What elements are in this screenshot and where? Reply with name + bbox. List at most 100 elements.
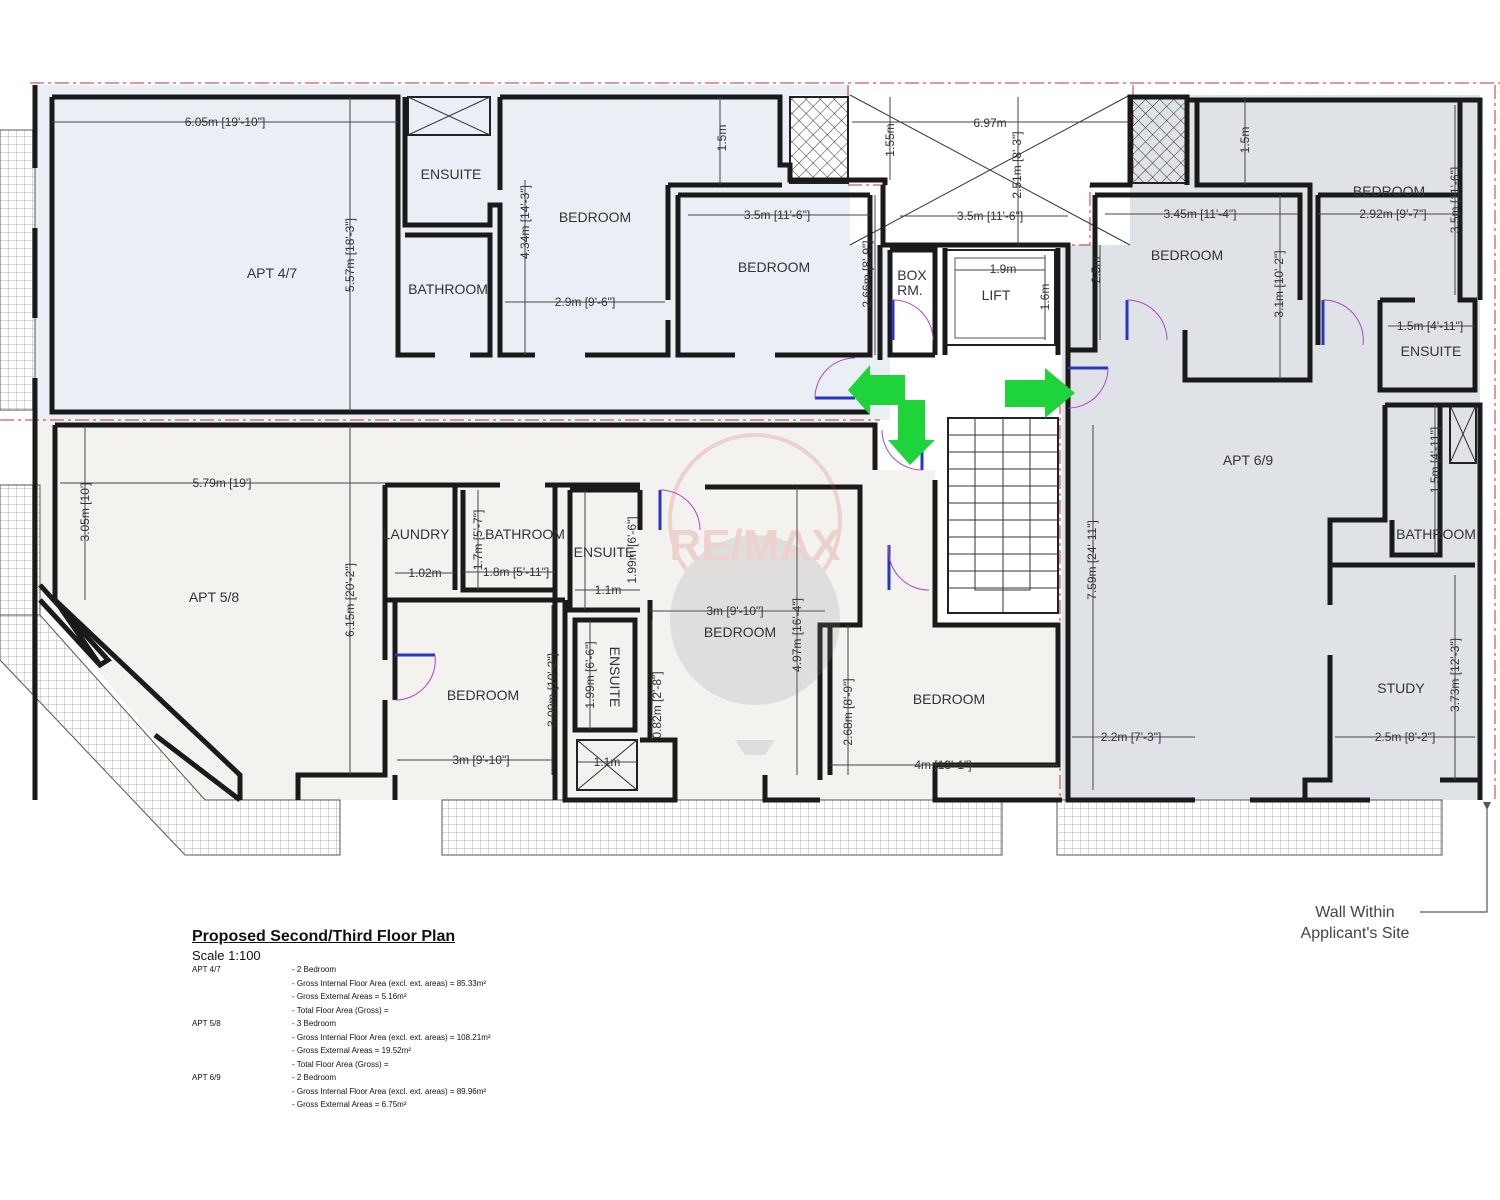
room-ensuite-a: ENSUITE (421, 166, 482, 182)
room-bedroom-b1: BEDROOM (704, 624, 776, 640)
site-wall-note-line1: Wall Within (1315, 904, 1395, 921)
room-ensuite-c: ENSUITE (1401, 343, 1462, 359)
dim-label: 7.59m [24'-11"] (1085, 520, 1099, 600)
legend-row-apartment (192, 977, 292, 991)
room-bedroom-a1: BEDROOM (559, 209, 631, 225)
balcony-left (0, 129, 36, 411)
dim-label: 1.5m [4'-11"] (1397, 319, 1463, 333)
dim-label: 3.1m [10'-2"] (1272, 250, 1286, 317)
dim-label: 2.66m [8'-9"] (860, 240, 874, 307)
room-ensuite-b2: ENSUITE (607, 647, 623, 708)
legend-row: - Gross Internal Floor Area (excl. ext. … (192, 1031, 491, 1045)
arrow-down (888, 400, 935, 465)
legend-row-detail: - 3 Bedroom (292, 1019, 337, 1028)
legend-row: - Gross External Areas = 19.52m² (192, 1044, 491, 1058)
room-study: STUDY (1377, 680, 1425, 696)
dim-label: 3.05m [10'] (78, 483, 92, 542)
legend-row-apartment (192, 1085, 292, 1099)
legend-row: - Total Floor Area (Gross) = (192, 1004, 491, 1018)
site-wall-note-line2: Applicant's Site (1300, 925, 1410, 942)
room-bedroom-a2: BEDROOM (738, 259, 810, 275)
room-bedroom-b2: BEDROOM (447, 687, 519, 703)
plan-scale: Scale 1:100 (192, 948, 261, 963)
site-wall-leader (1420, 802, 1491, 913)
dim-label: 3.5m [11'-6"] (744, 208, 810, 222)
balcony-middle (441, 799, 1003, 856)
dim-label: 1.1m (594, 755, 621, 769)
legend-row-apartment: APT 4/7 (192, 965, 221, 974)
circulation-arrows (848, 365, 1075, 465)
room-bathroom-a: BATHROOM (408, 281, 488, 297)
dim-label: 2.92m [9'-7"] (1359, 207, 1426, 221)
dim-label: 3.5m [11'-6"] (1448, 167, 1462, 233)
dim-label: 1.1m (595, 583, 622, 597)
legend-row: - Gross Internal Floor Area (excl. ext. … (192, 977, 491, 991)
dim-label: 3m [9'-10"] (452, 753, 509, 767)
dim-label: 1.99m [6'-6"] (625, 516, 639, 583)
room-box-label-2: RM. (897, 282, 923, 298)
room-bathroom-b: BATHROOM (485, 526, 565, 542)
legend-row-apartment (192, 990, 292, 1004)
room-laundry: LAUNDRY (383, 526, 450, 542)
room-ensuite-b1: ENSUITE (574, 544, 635, 560)
dim-label: 1.7m [5'-7"] (471, 510, 485, 571)
legend-row-apartment (192, 1044, 292, 1058)
dim-label: 4.97m [16'-4"] (790, 598, 804, 672)
dim-label: 0.82m [2'-8"] (650, 671, 664, 738)
plan-legend: Proposed Second/Third Floor Plan Scale 1… (192, 928, 491, 1112)
balcony-right (1056, 799, 1443, 856)
watermark-text: RE/MAX (669, 521, 840, 570)
room-box-label-1: BOX (897, 267, 927, 283)
balconies (0, 129, 1443, 856)
dim-label: 6.05m [19'-10"] (185, 115, 266, 129)
dim-label: 1.5m (715, 125, 729, 152)
legend-row: APT 4/7- 2 Bedroom (192, 963, 491, 977)
balcony-corner (0, 614, 341, 856)
legend-rows: APT 4/7- 2 Bedroom- Gross Internal Floor… (192, 963, 491, 1112)
arrow-right (1005, 368, 1075, 418)
apt-47-label: APT 4/7 (247, 265, 298, 281)
legend-row: - Total Floor Area (Gross) = (192, 1058, 491, 1072)
room-bedroom-b3: BEDROOM (913, 691, 985, 707)
dim-label: 3.5m [11'-6"] (957, 209, 1023, 223)
apt-58-label: APT 5/8 (189, 589, 240, 605)
legend-row-detail: - Gross External Areas = 19.52m² (292, 1046, 411, 1055)
legend-row: APT 5/8- 3 Bedroom (192, 1017, 491, 1031)
legend-row-detail: - Gross External Areas = 6.75m² (292, 1100, 407, 1109)
apt-58-fill (35, 420, 1062, 800)
room-bathroom-c: BATHROOM (1396, 526, 1476, 542)
dimension-labels: 6.05m [19'-10"] 5.57m [18'-3"] 4.34m [14… (78, 115, 1463, 772)
dim-label: 2.2m [7'-3"] (1101, 730, 1162, 744)
dim-label: 2.5m [8'-2"] (1375, 730, 1436, 744)
dim-label: 4m [13'-1"] (914, 758, 971, 772)
legend-row-detail: - Gross Internal Floor Area (excl. ext. … (292, 1032, 491, 1042)
dim-label: 1.9m (990, 262, 1017, 276)
dim-label: 1.6m (1038, 284, 1052, 311)
site-wall-note: Wall Within Applicant's Site (1280, 902, 1430, 944)
dim-label: 1.8m [5'-11"] (483, 565, 549, 579)
remax-watermark: RE/MAX (668, 433, 842, 755)
legend-row-detail: - Gross Internal Floor Area (excl. ext. … (292, 978, 487, 988)
legend-row-apartment (192, 1004, 292, 1018)
room-bedroom-c1: BEDROOM (1151, 247, 1223, 263)
dim-label: 6.97m (973, 116, 1006, 130)
legend-row: - Gross External Areas = 5.16m² (192, 990, 491, 1004)
dim-label: 3.09m [10'-2"] (545, 653, 559, 727)
legend-row-detail: - Total Floor Area (Gross) = (292, 1059, 389, 1069)
dim-label: 1.02m (408, 566, 441, 580)
plan-title: Proposed Second/Third Floor Plan (192, 928, 456, 945)
dim-label: 1.5m [4'-11"] (1428, 427, 1442, 493)
dim-label: 2.51m [8'-3"] (1010, 131, 1024, 198)
legend-row-apartment (192, 1058, 292, 1072)
apt-69-label: APT 6/9 (1223, 452, 1274, 468)
apt-69-fill (1062, 95, 1480, 800)
legend-row-apartment (192, 1098, 292, 1112)
arrow-left (848, 365, 905, 415)
room-lift: LIFT (982, 287, 1011, 303)
legend-row: APT 6/9- 2 Bedroom (192, 1071, 491, 1085)
dim-label: 1.99m [6'-6"] (583, 641, 597, 708)
room-bedroom-c2: BEDROOM (1353, 183, 1425, 199)
dim-label: 5.57m [18'-3"] (343, 218, 357, 292)
legend-row-detail: - Gross External Areas = 5.16m² (292, 992, 407, 1001)
